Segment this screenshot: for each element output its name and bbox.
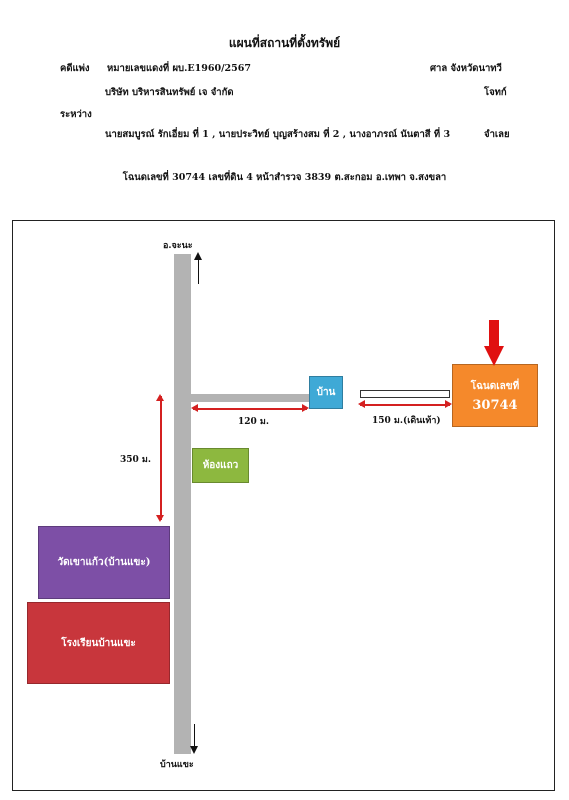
defendant-role: จำเลย bbox=[484, 129, 510, 140]
shophouse-label: ห้องแถว bbox=[202, 460, 239, 471]
vertical-distance-arrow bbox=[157, 394, 163, 522]
house-marker: บ้าน bbox=[309, 376, 343, 409]
case-number: หมายเลขแดงที่ ผบ.E1960/2567 bbox=[107, 63, 251, 74]
deed-number-label: 30744 bbox=[472, 397, 518, 413]
temple-label: วัดเขาแก้ว(บ้านแขะ) bbox=[57, 557, 151, 568]
walk-distance-arrow bbox=[358, 401, 452, 407]
court-name: ศาล จังหวัดนาทวี bbox=[430, 63, 502, 74]
walk-distance-label: 150 ม.(เดินเท้า) bbox=[372, 416, 441, 426]
north-arrow-icon bbox=[194, 252, 202, 284]
page-title: แผนที่สถานที่ตั้งทรัพย์ bbox=[228, 36, 341, 50]
deed-title-label: โฉนดเลขที่ bbox=[470, 380, 520, 392]
south-arrow-icon bbox=[190, 724, 198, 754]
school-marker: โรงเรียนบ้านแขะ bbox=[27, 602, 170, 684]
map-frame bbox=[12, 220, 555, 791]
case-label: คดีแพ่ง bbox=[60, 63, 90, 74]
deed-info-line: โฉนดเลขที่ 30744 เลขที่ดิน 4 หน้าสำรวจ 3… bbox=[122, 172, 447, 183]
red-down-arrow-icon bbox=[484, 320, 504, 366]
side-road bbox=[191, 394, 309, 402]
deed-property-marker: โฉนดเลขที่ 30744 bbox=[452, 364, 538, 427]
vertical-distance-label: 350 ม. bbox=[120, 455, 151, 465]
south-destination-label: บ้านแขะ bbox=[160, 760, 194, 770]
main-road bbox=[174, 254, 191, 754]
north-destination-label: อ.จะนะ bbox=[163, 241, 193, 251]
house-label: บ้าน bbox=[316, 387, 336, 398]
plaintiff-name: บริษัท บริหารสินทรัพย์ เจ จำกัด bbox=[105, 87, 234, 98]
road-distance-arrow bbox=[191, 405, 309, 411]
temple-marker: วัดเขาแก้ว(บ้านแขะ) bbox=[38, 526, 170, 599]
plaintiff-role: โจทก์ bbox=[484, 87, 507, 98]
school-label: โรงเรียนบ้านแขะ bbox=[61, 637, 136, 649]
defendants-names: นายสมบูรณ์ รักเอี่ยม ที่ 1 , นายประวิทย์… bbox=[105, 129, 451, 140]
footpath bbox=[360, 390, 450, 398]
shophouse-marker: ห้องแถว bbox=[192, 448, 249, 483]
road-distance-label: 120 ม. bbox=[238, 417, 269, 427]
between-label: ระหว่าง bbox=[60, 109, 92, 120]
